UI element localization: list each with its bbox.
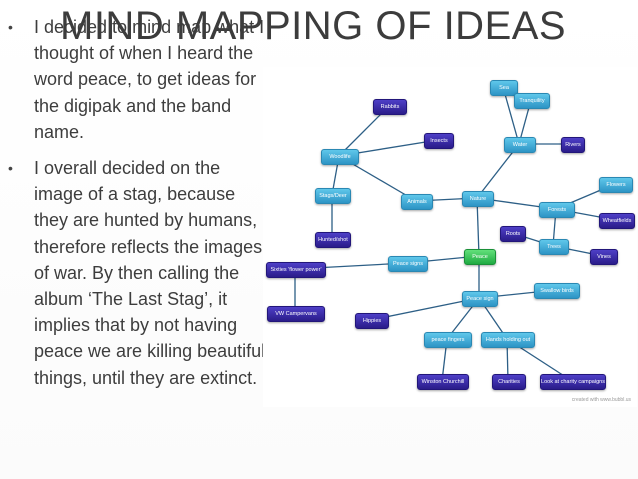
mind-map-node-sea: Sea <box>490 80 518 96</box>
slide-title: MIND MAPPING OF IDEAS <box>60 4 567 48</box>
mind-map-node-peacesigns: Peace signs <box>388 256 428 272</box>
mind-map-node-roots: Roots <box>500 226 526 242</box>
mind-map-node-peace: Peace <box>464 249 496 265</box>
mind-map-node-forests: Forests <box>539 202 575 218</box>
mind-map-node-sixties: Sixties 'flower power' <box>266 262 326 278</box>
mind-map-node-water: Water <box>504 137 536 153</box>
connector-line <box>476 143 520 199</box>
mind-map-node-animals: Animals <box>401 194 433 210</box>
bullet-icon: • <box>8 19 13 35</box>
mind-map-node-handsholdingout: Hands holding out <box>481 332 535 348</box>
mind-map-node-hippies: Hippies <box>355 313 389 329</box>
mind-map-node-charities: Charities <box>492 374 526 390</box>
mind-map-credit: created with www.bubbl.us <box>571 397 631 403</box>
bullet-list: • I decided to mind map what I thought o… <box>8 14 270 401</box>
connector-line <box>502 86 520 145</box>
bullet-item: • I overall decided on the image of a st… <box>8 155 270 391</box>
mind-map-node-flowers: Flowers <box>599 177 633 193</box>
mind-map-node-huntedshot: Hunted/shot <box>315 232 351 248</box>
mind-map-node-rabbits: Rabbits <box>373 99 407 115</box>
mind-map-node-trees: Trees <box>539 239 569 255</box>
mind-map-node-swallowbirds: Swallow birds <box>534 283 580 299</box>
connector-line <box>476 197 480 257</box>
mind-map-node-wheatfields: Wheatfields <box>599 213 635 229</box>
mind-map-node-charitycampaigns: Look at charity campaigns <box>540 374 606 390</box>
bullet-text: I decided to mind map what I thought of … <box>34 17 265 142</box>
mind-map-node-insects: Insects <box>424 133 454 149</box>
mind-map-node-stagsdeer: Stags/Deer <box>315 188 351 204</box>
mind-map-node-peacesign: Peace sign <box>462 291 498 307</box>
bullet-item: • I decided to mind map what I thought o… <box>8 14 270 145</box>
connector-line <box>370 297 480 321</box>
bullet-text: I overall decided on the image of a stag… <box>34 158 266 388</box>
mind-map-node-woodlife: Woodlife <box>321 149 359 165</box>
bullet-icon: • <box>8 160 13 177</box>
mind-map-node-peacefingers: peace fingers <box>424 332 472 348</box>
mind-map-node-nature: Nature <box>462 191 494 207</box>
mind-map-node-winstonchurchill: Winston Churchill <box>417 374 469 390</box>
mind-map-node-vines: Vines <box>590 249 618 265</box>
mind-map-node-tranquility: Tranquility <box>514 93 550 109</box>
mind-map-node-rivers: Rivers <box>561 137 585 153</box>
mind-map-node-vwcampervans: VW Campervans <box>267 306 325 322</box>
